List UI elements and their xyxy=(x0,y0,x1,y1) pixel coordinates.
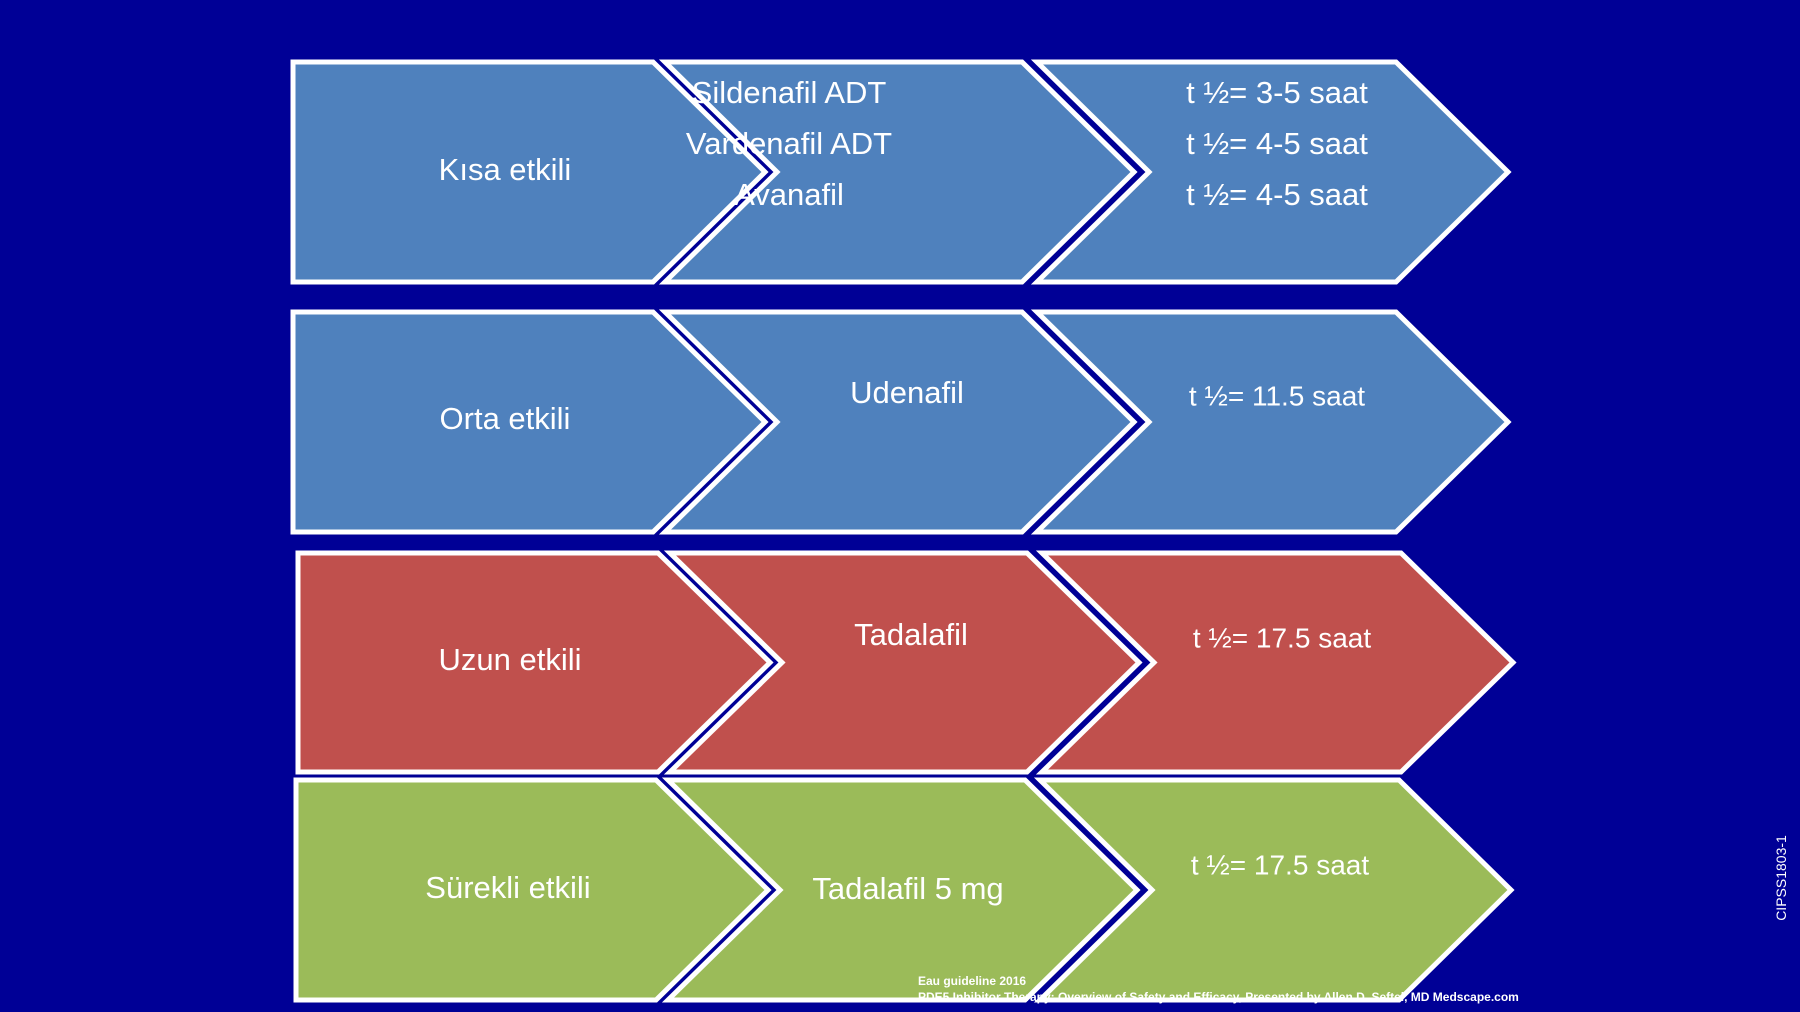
short-acting-chevron-3 xyxy=(1030,59,1512,285)
medium-acting-half-life-label: t ½= 11.5 saat xyxy=(1189,380,1365,411)
long-acting-chevron-2 xyxy=(663,550,1143,775)
long-acting-chevron-3 xyxy=(1035,550,1517,775)
medium-acting-category-label: Orta etkili xyxy=(440,401,571,436)
medium-acting-chevron-1 xyxy=(290,309,769,535)
short-acting-half-life-label: t ½= 4-5 saat xyxy=(1186,177,1368,212)
continuous-drug-label: Tadalafil 5 mg xyxy=(812,871,1003,906)
long-acting-half-life-label: t ½= 17.5 saat xyxy=(1193,622,1371,653)
continuous-category-label: Sürekli etkili xyxy=(425,870,590,905)
short-acting-chevron-1 xyxy=(290,59,769,285)
short-acting-chevron-2 xyxy=(658,59,1138,285)
continuous-chevron-1 xyxy=(293,777,772,1003)
reference-line-1: Eau guideline 2016 xyxy=(918,974,1027,988)
continuous-chevron-2 xyxy=(661,777,1141,1003)
long-acting-category-label: Uzun etkili xyxy=(439,642,582,677)
row-short-acting: Kısa etkili Sildenafil ADT Vardenafil ADT A… xyxy=(290,59,1512,285)
continuous-half-life-label: t ½= 17.5 saat xyxy=(1191,849,1369,880)
short-acting-category-label: Kısa etkili xyxy=(439,152,572,187)
medium-acting-chevron-2 xyxy=(658,309,1138,535)
row-long-acting: Uzun etkili Tadalafil t ½= 17.5 saat xyxy=(295,550,1517,775)
short-acting-half-life-label: t ½= 3-5 saat xyxy=(1186,75,1368,110)
slide-code: CIPSS1803-1 xyxy=(1773,835,1789,921)
long-acting-chevron-1 xyxy=(295,550,774,775)
short-acting-drug-label: Sildenafil ADT xyxy=(692,75,887,110)
medium-acting-chevron-3 xyxy=(1030,309,1512,535)
continuous-chevron-3 xyxy=(1033,777,1515,1003)
medium-acting-drug-label: Udenafil xyxy=(850,375,964,410)
short-acting-half-life-label: t ½= 4-5 saat xyxy=(1186,126,1368,161)
row-continuous: Sürekli etkili Tadalafil 5 mg t ½= 17.5 sa… xyxy=(293,777,1515,1003)
short-acting-drug-label: Vardenafil ADT xyxy=(686,126,892,161)
short-acting-drug-label: Avanafil xyxy=(734,177,844,212)
long-acting-drug-label: Tadalafil xyxy=(854,617,968,652)
row-medium-acting: Orta etkili Udenafil t ½= 11.5 saat xyxy=(290,309,1512,535)
reference-line-2: PDE5 Inhibitor Therapy: Overview of Safe… xyxy=(918,990,1519,1004)
